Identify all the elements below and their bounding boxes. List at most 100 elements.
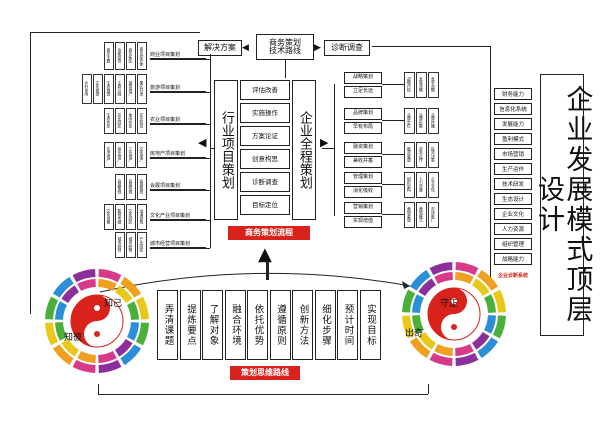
strategy-cell: 组织架构 <box>404 172 415 198</box>
strategy-cell: 营销渠道 <box>404 202 415 228</box>
strategy-sub: 早有布局 <box>344 122 382 134</box>
ring-segment <box>472 278 490 296</box>
ring-segment <box>492 289 506 313</box>
ring-segment <box>434 272 453 284</box>
project-cell: 会展策划 <box>115 174 125 200</box>
strategy-cell: 资本运作 <box>416 142 427 168</box>
capability-item: 人力资源 <box>494 223 532 235</box>
thinking-step: 预计时间 <box>337 290 358 360</box>
ring-segment <box>61 339 79 357</box>
project-cell: 农业园区 <box>115 108 125 134</box>
thinking-step: 依托优势 <box>247 290 268 360</box>
thinking-step: 融合环境 <box>224 290 246 360</box>
strategy-cell: 企业文化 <box>428 172 439 198</box>
project-cell: 旅游地产 <box>126 74 136 104</box>
project-cell: 商业主题 <box>104 42 114 70</box>
project-cell: 工业地产 <box>126 142 136 168</box>
ring-segment <box>412 294 424 313</box>
capability-item: 生产运作 <box>494 163 532 175</box>
project-group-label: 会展项目策划 <box>150 182 206 190</box>
right-circle-text-b: 出奇 <box>405 329 424 339</box>
ring-segment <box>120 276 142 298</box>
diagnosis-survey-label: 诊断调查 <box>324 40 370 56</box>
project-cell: 产业园区 <box>137 232 147 258</box>
strategy-sub: 消化吸收 <box>344 186 382 198</box>
ring-segment <box>55 301 67 320</box>
strategy-cell: 战略目标 <box>404 72 415 98</box>
capability-item: 组织管理 <box>494 238 532 250</box>
thinking-step: 遵循原则 <box>269 290 291 360</box>
ring-segment <box>127 322 139 341</box>
ring-segment <box>402 289 416 313</box>
left-arrow-center: ◀ <box>198 136 207 149</box>
project-connector <box>150 220 210 221</box>
project-cell: 生态旅游 <box>104 74 114 104</box>
capabilities-footer: 企业诊断系统 <box>494 272 532 282</box>
strategy-label: 战略策划 <box>344 72 382 84</box>
project-cell: 文化创意 <box>104 204 114 230</box>
strategy-label: 管理策划 <box>344 172 382 184</box>
ring-segment <box>135 322 149 346</box>
project-cell: 文化地产 <box>137 142 147 168</box>
top-center-stem <box>285 60 286 78</box>
left-bracket-stem <box>210 148 214 149</box>
project-cell: 生态农业 <box>104 108 114 134</box>
frame-line-right-vertical <box>490 46 491 286</box>
strategy-cell: 营销模式 <box>416 202 427 228</box>
project-connector <box>150 92 210 93</box>
project-cell: 文化旅游 <box>93 74 103 104</box>
ring-segment <box>127 301 139 320</box>
ring-segment <box>402 315 416 339</box>
process-step: 实施操作 <box>240 103 290 123</box>
ring-segment <box>418 278 436 296</box>
thinking-step: 了解对象 <box>202 290 223 360</box>
strategy-label: 融资策划 <box>344 142 382 154</box>
ring-segment <box>55 322 67 341</box>
up-arrow-stem <box>266 262 269 280</box>
industry-project-planning: 行业项目策划 <box>214 80 238 220</box>
capability-item: 盈利模式 <box>494 133 532 145</box>
ring-segment <box>455 262 479 276</box>
ring-segment <box>472 332 490 350</box>
project-group-label: 文化产业项目策划 <box>150 212 206 220</box>
strategy-cell: 发展战略 <box>416 72 427 98</box>
ring-segment <box>484 294 496 313</box>
ring-segment <box>492 315 506 339</box>
capability-item: 财务能力 <box>494 88 532 100</box>
thinking-step: 提炼要点 <box>179 290 201 360</box>
ring-segment <box>77 351 96 363</box>
capability-item: 发展能力 <box>494 118 532 130</box>
project-group-label: 农业项目策划 <box>150 116 206 124</box>
ring-segment <box>477 337 499 359</box>
right-arrow-center: ▶ <box>320 136 329 149</box>
ring-segment <box>429 352 453 366</box>
project-cell: 主题公园 <box>115 74 125 104</box>
ring-segment <box>418 332 436 350</box>
project-cell: 农业科技 <box>137 108 147 134</box>
frame-line-top-right <box>372 46 490 47</box>
strategy-label: 营销策划 <box>344 202 382 214</box>
strategy-cell: 竞争战略 <box>428 72 439 98</box>
project-cell: 会展服务 <box>137 174 147 200</box>
up-arrow: ▲ <box>258 244 272 265</box>
strategy-connector <box>382 184 404 185</box>
project-connector <box>150 158 210 159</box>
ring-segment <box>412 315 424 334</box>
right-bracket-stem <box>322 148 334 149</box>
left-bracket <box>210 54 211 248</box>
project-cell: 商业地产 <box>115 142 125 168</box>
capability-item: 市场营销 <box>494 148 532 160</box>
thinking-step: 弄清课题 <box>157 290 178 360</box>
ring-segment <box>429 262 453 276</box>
left-circle-text-a: 知己 <box>104 299 123 309</box>
project-cell: 功能组合 <box>115 42 125 70</box>
diagnosis-arrow: ▶ <box>314 43 321 53</box>
process-step: 方案论证 <box>240 126 290 146</box>
ring-segment <box>455 344 474 356</box>
project-cell: 城市规划 <box>115 232 125 258</box>
ring-segment <box>77 279 96 291</box>
capability-item: 战略能力 <box>494 253 532 265</box>
frame-line-top-left <box>30 32 200 33</box>
strategy-cell: 品牌定位 <box>404 108 415 134</box>
page-title: 企业发展模式顶层设计 <box>533 74 592 336</box>
